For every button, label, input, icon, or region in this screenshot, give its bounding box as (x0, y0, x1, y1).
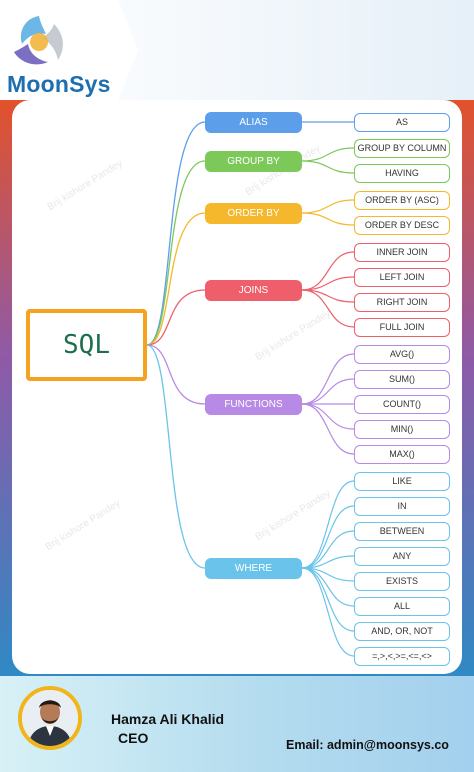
leaf-node: SUM() (354, 369, 450, 389)
category-node-functions: FUNCTIONS (205, 393, 302, 415)
category-node-where: WHERE (205, 557, 302, 579)
connector-leaf-functions-3 (301, 403, 355, 430)
category-node-order-by: ORDER BY (205, 202, 302, 224)
leaf-node: ORDER BY DESC (354, 215, 450, 235)
connector-leaf-where-2 (301, 530, 355, 569)
leaf-node: ORDER BY (ASC) (354, 190, 450, 210)
connector-leaf-where-6 (301, 567, 355, 632)
leaf-node: ALL (354, 596, 450, 616)
connector-leaf-functions-0 (301, 353, 355, 405)
leaf-node: IN (354, 496, 450, 516)
sql-center-node: SQL (26, 309, 147, 381)
connector-group-by (146, 160, 206, 346)
leaf-node: ANY (354, 546, 450, 566)
connector-joins (146, 289, 206, 346)
connector-leaf-where-1 (301, 505, 355, 569)
sql-center-label: SQL (63, 330, 110, 360)
leaf-node: INNER JOIN (354, 242, 450, 262)
brand-name: MoonSys (7, 71, 111, 97)
leaf-node: =,>,<,>=,<=,<> (354, 646, 450, 666)
connector-order-by (146, 212, 206, 346)
connector-leaf-group-by-1 (301, 160, 355, 174)
leaf-node: AS (354, 112, 450, 132)
connector-leaf-functions-1 (301, 378, 355, 405)
leaf-node: AVG() (354, 344, 450, 364)
person-photo (22, 690, 78, 746)
person-title: CEO (118, 730, 149, 746)
leaf-node: MAX() (354, 444, 450, 464)
avatar (18, 686, 82, 750)
connector-leaf-functions-4 (301, 403, 355, 455)
category-node-alias: ALIAS (205, 111, 302, 133)
connector-leaf-order-by-1 (301, 212, 355, 226)
connector-leaf-where-7 (301, 567, 355, 657)
connector-leaf-order-by-0 (301, 199, 355, 214)
connector-leaf-joins-2 (301, 289, 355, 303)
leaf-node: LEFT JOIN (354, 267, 450, 287)
leaf-node: FULL JOIN (354, 317, 450, 337)
brand-tab: MoonSys (0, 0, 138, 100)
email-contact: Email: admin@moonsys.co (286, 738, 449, 752)
person-name: Hamza Ali Khalid (111, 711, 225, 727)
connector-leaf-joins-1 (301, 276, 355, 291)
leaf-node: HAVING (354, 163, 450, 183)
connector-leaf-group-by-0 (301, 147, 355, 162)
category-node-group-by: GROUP BY (205, 150, 302, 172)
connector-leaf-where-3 (301, 555, 355, 569)
leaf-node: EXISTS (354, 571, 450, 591)
connector-leaf-joins-0 (301, 251, 355, 291)
leaf-node: AND, OR, NOT (354, 621, 450, 641)
category-node-joins: JOINS (205, 279, 302, 301)
connector-functions (146, 344, 206, 405)
moonsys-logo-icon (14, 16, 63, 65)
leaf-node: GROUP BY COLUMN (354, 138, 450, 158)
connector-leaf-where-5 (301, 567, 355, 607)
leaf-node: LIKE (354, 471, 450, 491)
connector-leaf-joins-3 (301, 289, 355, 328)
connector-alias (146, 121, 206, 346)
leaf-node: MIN() (354, 419, 450, 439)
leaf-node: BETWEEN (354, 521, 450, 541)
connector-leaf-where-0 (301, 480, 355, 569)
leaf-node: RIGHT JOIN (354, 292, 450, 312)
leaf-node: COUNT() (354, 394, 450, 414)
connector-where (146, 344, 206, 569)
